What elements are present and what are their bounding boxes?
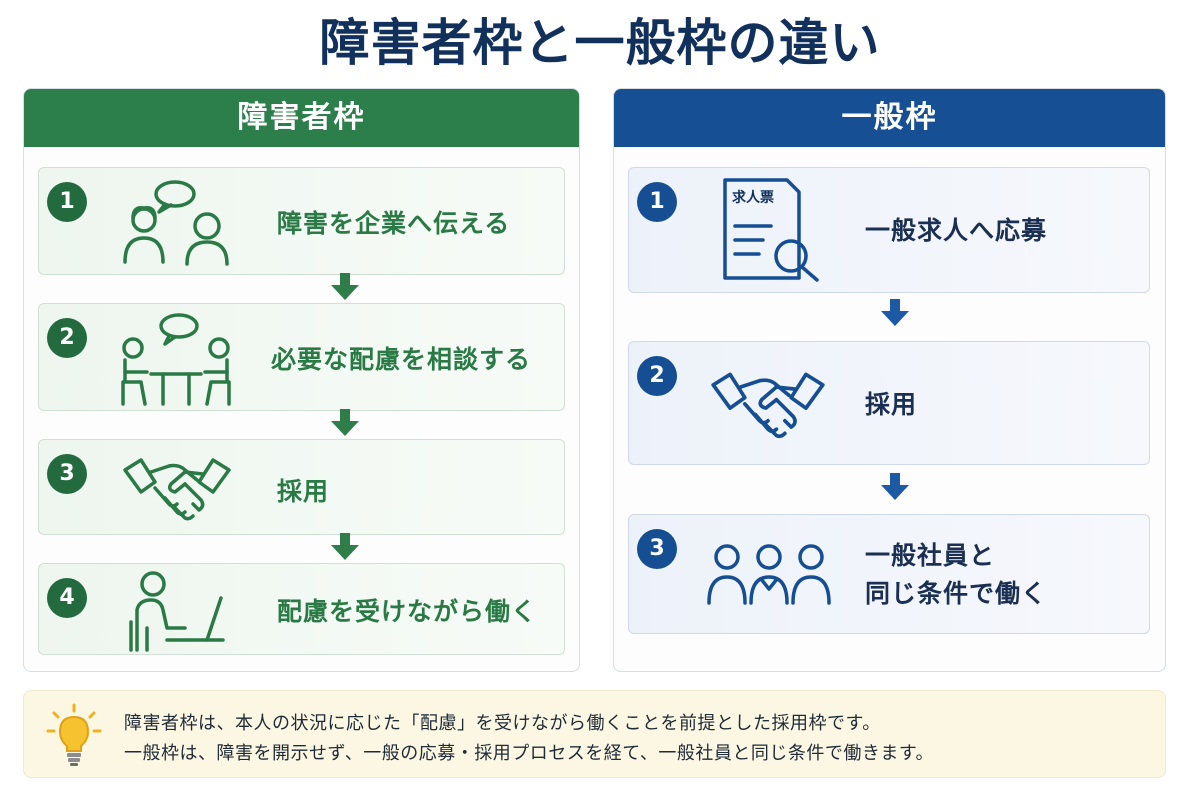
group-people-icon [707,544,831,605]
note-line-2: 一般枠は、障害を開示せず、一般の応募・採用プロセスを経て、一般社員と同じ条件で働… [124,743,935,764]
job-posting-search-icon: 求人票 [723,178,819,282]
person-laptop-icon [129,571,225,652]
disability-step-2-card: 2 必要な配慮を相談する [38,303,565,411]
arrow-down-icon [881,299,909,326]
general-step-3-line2: 同じ条件で働く [865,579,1048,608]
disability-step-3-card: 3 採用 [38,439,565,535]
step-number-badge: 2 [637,356,677,396]
disability-track-panel: 障害者枠 1 障害を企業へ伝える 2 [23,88,580,672]
step-number-badge: 3 [47,454,87,494]
general-step-2-text: 採用 [865,390,918,419]
summary-note: 障害者枠は、本人の状況に応じた「配慮」を受けながら働くことを前提とした採用枠です… [23,690,1166,778]
arrow-down-icon [331,533,359,560]
note-line-1: 障害者枠は、本人の状況に応じた「配慮」を受けながら働くことを前提とした採用枠です… [124,713,881,734]
disability-step-4-card: 4 配慮を受けながら働く [38,563,565,655]
arrow-down-icon [331,273,359,300]
general-step-3-card: 3 一般社員と 同じ条件で働く [628,514,1150,634]
disability-track-header: 障害者枠 [24,89,579,147]
step-number-badge: 2 [47,318,87,358]
general-track-panel: 一般枠 1 求人票 一般求人へ応募 2 [613,88,1166,672]
step-number-badge: 4 [47,578,87,618]
handshake-icon [711,372,825,439]
job-posting-label: 求人票 [732,189,774,206]
general-step-1-card: 1 求人票 一般求人へ応募 [628,167,1150,293]
general-step-3-text: 一般社員と 同じ条件で働く [865,537,1047,613]
general-step-2-card: 2 採用 [628,341,1150,465]
page-title: 障害者枠と一般枠の違い [319,14,881,72]
lightbulb-icon [46,703,102,766]
disability-step-1-card: 1 障害を企業へ伝える [38,167,565,275]
disability-step-1-text: 障害を企業へ伝える [277,209,511,238]
arrow-down-icon [881,473,909,500]
handshake-icon [123,458,231,521]
disability-step-2-text: 必要な配慮を相談する [271,345,532,374]
step-number-badge: 1 [637,182,677,222]
general-step-1-text: 一般求人へ応募 [865,216,1048,245]
people-chat-icon [123,180,229,266]
meeting-table-icon [121,313,231,406]
general-step-3-line1: 一般社員と [865,541,996,570]
step-number-badge: 1 [47,182,87,222]
disability-step-4-text: 配慮を受けながら働く [277,597,538,626]
step-number-badge: 3 [637,529,677,569]
general-track-header: 一般枠 [614,89,1165,147]
arrow-down-icon [331,409,359,436]
disability-step-3-text: 採用 [277,477,330,506]
